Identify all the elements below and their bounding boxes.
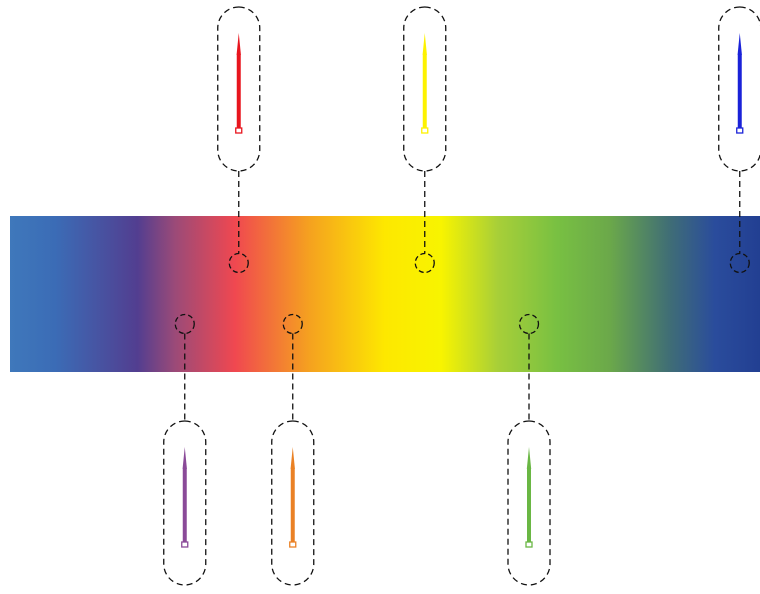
stop-pin-icon xyxy=(525,447,533,548)
color-stop-yellow[interactable] xyxy=(403,6,447,274)
gradient-fill xyxy=(10,216,760,372)
stop-pin-icon xyxy=(181,447,189,548)
color-stop-orange[interactable] xyxy=(271,313,315,586)
color-stop-blue[interactable] xyxy=(718,6,760,274)
stop-position-ring[interactable] xyxy=(518,313,540,335)
stop-position-ring[interactable] xyxy=(228,252,249,274)
stop-position-ring[interactable] xyxy=(414,252,435,274)
stop-handle-outline[interactable] xyxy=(163,420,207,586)
gradient-bar[interactable] xyxy=(10,216,760,372)
color-stop-red[interactable] xyxy=(217,6,261,274)
stop-handle-outline[interactable] xyxy=(507,420,551,586)
stop-handle-outline[interactable] xyxy=(271,420,315,586)
stop-handle-outline[interactable] xyxy=(718,6,760,172)
stop-pin-icon xyxy=(421,33,429,134)
color-stop-purple[interactable] xyxy=(163,313,207,586)
stop-position-ring[interactable] xyxy=(282,313,303,335)
stop-position-ring[interactable] xyxy=(729,252,750,274)
color-stop-green[interactable] xyxy=(507,313,551,586)
stop-position-ring[interactable] xyxy=(174,313,195,335)
stop-handle-outline[interactable] xyxy=(403,6,447,172)
stop-pin-icon xyxy=(736,33,744,134)
stop-pin-icon xyxy=(235,33,243,134)
stop-pin-icon xyxy=(289,447,297,548)
stop-handle-outline[interactable] xyxy=(217,6,261,172)
